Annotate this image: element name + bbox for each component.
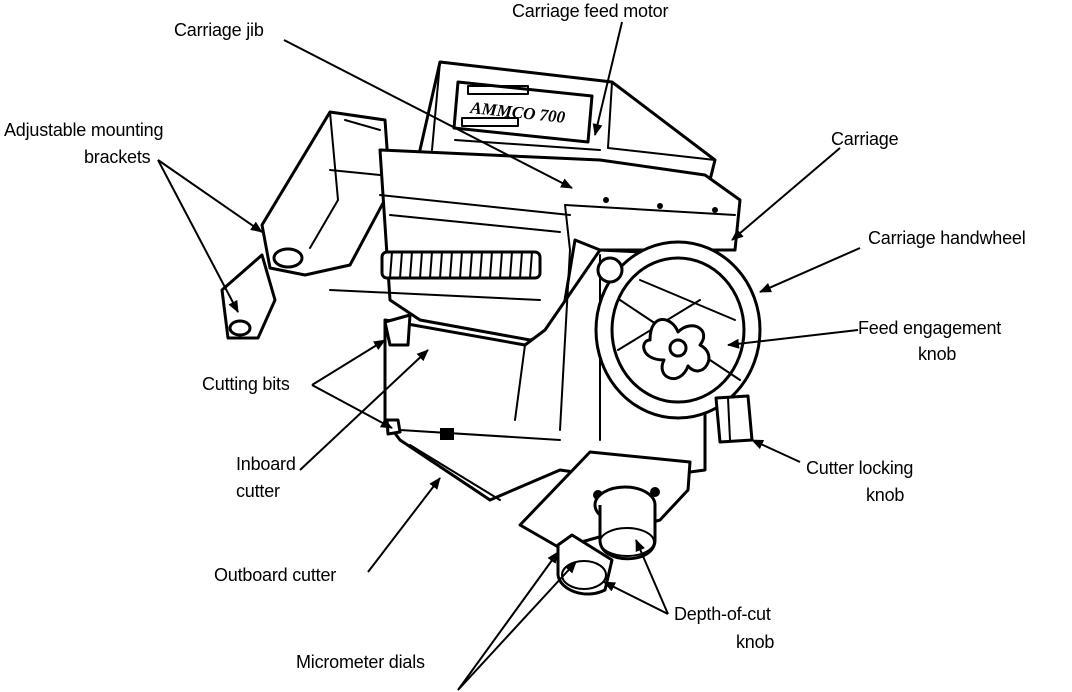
label-cutter-locking-knob-line2: knob: [866, 485, 904, 505]
leader-carriage-jib: [283, 39, 573, 189]
label-carriage-handwheel: Carriage handwheel: [868, 228, 1026, 248]
leader-carriage-feed-motor: [592, 21, 623, 136]
label-feed-engagement-knob-line2: knob: [918, 344, 956, 364]
label-cutter-locking-knob-line1: Cutter locking: [806, 458, 913, 478]
leader-micrometer-dials-2: [457, 561, 577, 691]
leader-brackets-lower: [157, 159, 239, 313]
label-adjustable-mounting-brackets-line2: brackets: [84, 147, 151, 167]
leader-depth-of-cut-1: [603, 581, 669, 615]
callout-labels: Carriage feed motor Carriage jib Adjusta…: [4, 1, 1026, 672]
label-carriage-jib: Carriage jib: [174, 20, 264, 40]
machine-illustration: AMMCO 700: [220, 60, 762, 596]
leader-cutter-locking-knob: [751, 439, 801, 463]
leader-carriage-handwheel: [759, 247, 861, 293]
leader-carriage: [731, 147, 841, 241]
leader-feed-engagement-knob: [727, 329, 859, 349]
label-micrometer-dials: Micrometer dials: [296, 652, 425, 672]
leader-depth-of-cut-2: [635, 539, 669, 615]
label-adjustable-mounting-brackets-line1: Adjustable mounting: [4, 120, 163, 140]
carriage-handwheel: [594, 240, 762, 420]
label-feed-engagement-knob-line1: Feed engagement: [858, 318, 1001, 338]
label-inboard-cutter-line2: cutter: [236, 481, 280, 501]
leader-micrometer-dials-1: [457, 551, 559, 691]
leader-cutting-bits-lower: [311, 384, 393, 429]
label-depth-of-cut-knob-line1: Depth-of-cut: [674, 604, 771, 624]
leader-cutting-bits-upper: [311, 339, 386, 386]
leader-brackets-upper: [157, 159, 263, 233]
leader-lines: [157, 21, 861, 691]
label-inboard-cutter-line1: Inboard: [236, 454, 296, 474]
mounting-bracket-assembly: [220, 110, 392, 340]
label-depth-of-cut-knob-line2: knob: [736, 632, 774, 652]
carriage-body: [329, 148, 742, 342]
label-carriage-feed-motor: Carriage feed motor: [512, 1, 668, 21]
leader-inboard-cutter: [299, 349, 429, 471]
label-cutting-bits: Cutting bits: [202, 374, 290, 394]
label-outboard-cutter: Outboard cutter: [214, 565, 336, 585]
cutter-locking-knob: [714, 394, 754, 444]
leader-outboard-cutter: [367, 477, 441, 573]
label-carriage: Carriage: [831, 129, 899, 149]
